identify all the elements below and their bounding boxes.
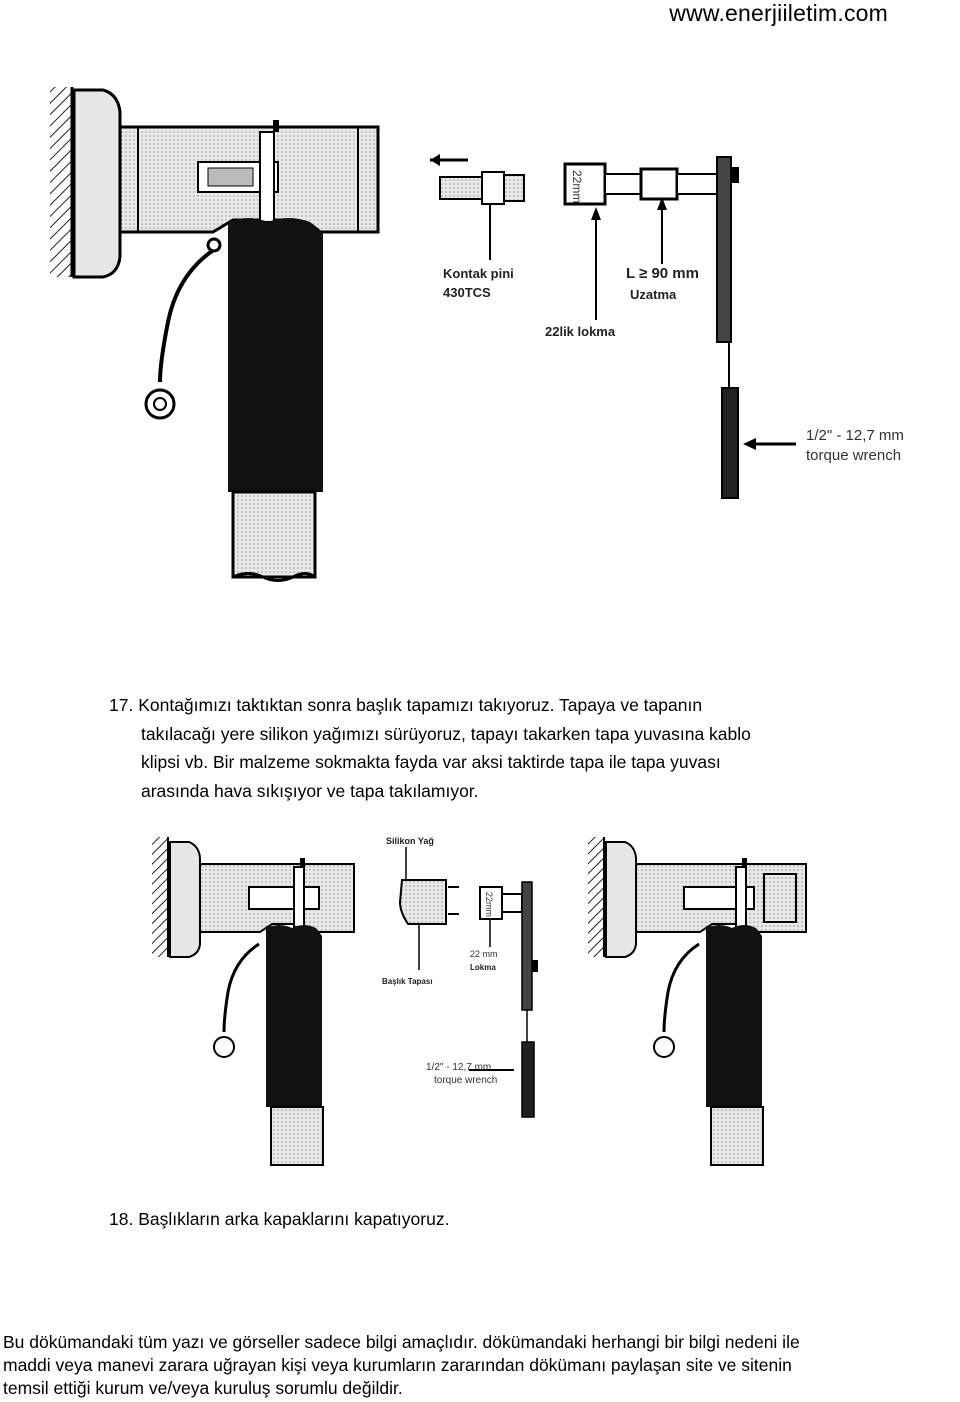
socket-mark-text: 22mm: [570, 170, 584, 203]
socket-mark-text-2: 22mm: [484, 892, 494, 917]
contact-pin-label: Kontak pini: [443, 266, 514, 281]
wrench-label: torque wrench: [806, 447, 901, 464]
socket-name-label: Lokma: [470, 963, 496, 972]
step-17-line: klipsi vb. Bir malzeme sokmakta fayda va…: [141, 752, 721, 772]
contact-pin-code-label: 430TCS: [443, 285, 491, 300]
figure-contact-pin-install: 22mm Kontak pini 430TCS L ≥ 90 mm Uzatma…: [48, 82, 928, 610]
length-label: L ≥ 90 mm: [626, 265, 699, 282]
figure-cap-install: Silikon Yağ Başlık Tapası 22mm 22 mm Lok…: [144, 832, 816, 1172]
figure1-drawing: 22mm Kontak pini 430TCS L ≥ 90 mm Uzatma…: [50, 87, 904, 582]
step-17-line: takılacağı yere silikon yağımızı sürüyor…: [141, 723, 751, 744]
socket-label: 22lik lokma: [545, 324, 616, 339]
extension-label: Uzatma: [630, 287, 677, 302]
wrench-size-label: 1/2" - 12,7 mm: [806, 427, 904, 444]
footer-line: maddi veya manevi zarara uğrayan kişi ve…: [3, 1355, 792, 1375]
wrench-size-label-2: 1/2" - 12,7 mm: [426, 1062, 491, 1073]
step-18-paragraph: 18. Başlıkların arka kapaklarını kapatıy…: [109, 1205, 449, 1234]
step-17-paragraph: 17. Kontağımızı taktıktan sonra başlık t…: [109, 691, 751, 805]
step-18-line: 18. Başlıkların arka kapaklarını kapatıy…: [109, 1209, 450, 1229]
step-17-line: 17. Kontağımızı taktıktan sonra başlık t…: [109, 695, 703, 715]
footer-line: Bu dökümandaki tüm yazı ve görseller sad…: [3, 1332, 800, 1352]
step-17-line: arasında hava sıkışıyor ve tapa takılamı…: [141, 780, 479, 801]
disclaimer-footer: Bu dökümandaki tüm yazı ve görseller sad…: [3, 1331, 953, 1400]
wall: [50, 87, 72, 277]
site-url: www.enerjiiletim.com: [669, 0, 888, 26]
socket-size-label: 22 mm: [470, 949, 498, 959]
figure2-drawing: Silikon Yağ Başlık Tapası 22mm 22 mm Lok…: [152, 836, 807, 1166]
wrench-label-2: torque wrench: [434, 1075, 497, 1086]
silicone-label: Silikon Yağ: [386, 836, 434, 846]
footer-line: temsil ettiği kurum ve/veya kuruluş soru…: [3, 1378, 403, 1398]
cap-label: Başlık Tapası: [382, 977, 433, 986]
